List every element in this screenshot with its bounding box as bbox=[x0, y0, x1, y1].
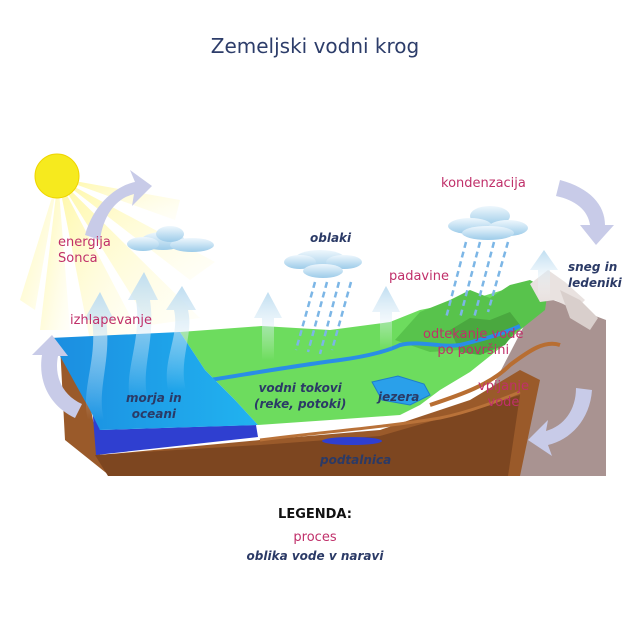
legend-process: proces bbox=[0, 530, 630, 545]
groundwater-pool bbox=[322, 437, 382, 445]
cloud-right-icon bbox=[448, 206, 528, 240]
label-snow: sneg in ledeniki bbox=[568, 259, 622, 291]
label-energy-text: energija Sonca bbox=[58, 235, 111, 267]
label-energy: energija Sonca bbox=[58, 235, 111, 267]
legend-title: LEGENDA: bbox=[0, 507, 630, 522]
label-streams: vodni tokovi (reke, potoki) bbox=[254, 380, 346, 412]
label-seas: morja in oceani bbox=[126, 390, 182, 422]
sun-icon bbox=[35, 154, 79, 198]
cloud-middle-icon bbox=[284, 250, 362, 278]
label-groundwater: podtalnica bbox=[320, 452, 391, 468]
label-lakes: jezera bbox=[378, 389, 419, 405]
legend-water-form: oblika vode v naravi bbox=[0, 549, 630, 563]
label-evaporation: izhlapevanje bbox=[70, 313, 152, 329]
page-title: Zemeljski vodni krog bbox=[0, 34, 630, 58]
label-condensation: kondenzacija bbox=[441, 176, 526, 192]
label-infiltration: vpijanje vode bbox=[478, 379, 529, 411]
label-clouds: oblaki bbox=[310, 230, 351, 246]
label-runoff: odtekanje vode po površini bbox=[423, 327, 523, 359]
label-precipitation: padavine bbox=[389, 269, 449, 285]
